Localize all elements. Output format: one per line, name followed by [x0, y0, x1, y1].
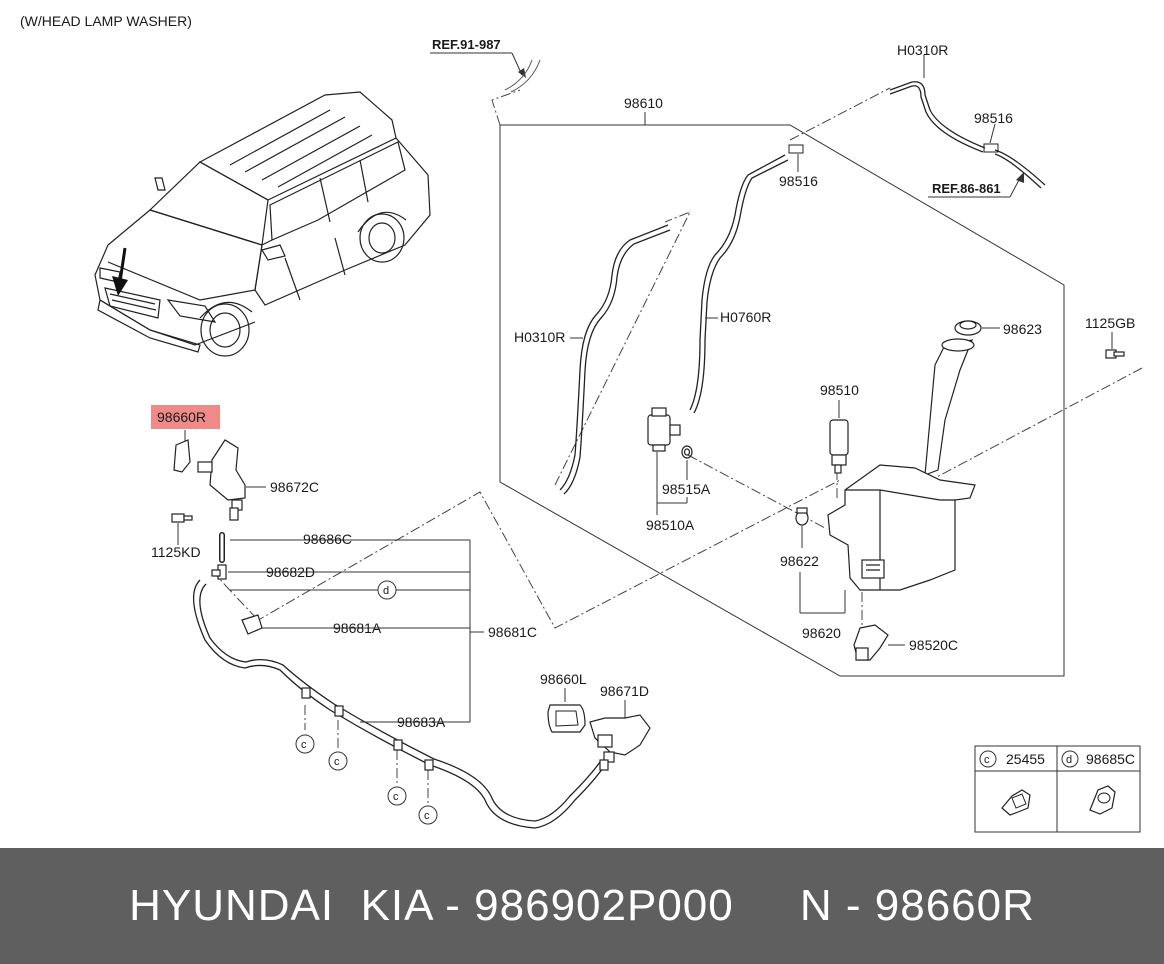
label-1125kd: 1125KD — [151, 544, 201, 560]
connector-98516-mid — [788, 144, 804, 154]
bolt-1125kd — [171, 513, 193, 523]
legend-d-part: 98685C — [1086, 751, 1135, 767]
bolt-1125gb — [1105, 349, 1125, 359]
washer-reservoir — [827, 338, 976, 591]
cap-98660l — [547, 704, 586, 733]
footer-brand-part: HYUNDAI KIA - 986902P000 — [129, 881, 734, 930]
footer-part-number: N - 98660R — [799, 881, 1035, 930]
grommet-98622 — [795, 507, 809, 526]
label-98671d: 98671D — [600, 683, 649, 699]
label-98672c: 98672C — [270, 479, 319, 495]
label-98623: 98623 — [1003, 321, 1042, 337]
header-note: (W/HEAD LAMP WASHER) — [20, 13, 192, 29]
cap-98623 — [954, 320, 982, 336]
label-98683a: 98683A — [397, 714, 446, 730]
callouts-c: c c c c — [295, 734, 438, 825]
connector-98516-right — [983, 143, 999, 153]
assembly-frame — [499, 112, 1065, 677]
pump-98510 — [829, 419, 849, 474]
seal-98515a — [681, 445, 693, 459]
callout-d-letter: d — [383, 585, 389, 597]
hose-h0760r — [689, 154, 789, 414]
label-98516-right: 98516 — [974, 110, 1013, 126]
label-98520c: 98520C — [909, 637, 958, 653]
label-98660l: 98660L — [540, 671, 587, 687]
legend-c-part: 25455 — [1006, 751, 1045, 767]
parts-diagram: (W/HEAD LAMP WASHER) — [20, 13, 1143, 833]
label-98515a: 98515A — [662, 481, 711, 497]
label-h0310r-top: H0310R — [897, 42, 948, 58]
clip-98685c-icon — [1089, 785, 1116, 815]
highlight-98660r — [151, 405, 220, 429]
reference-lines — [181, 87, 1143, 805]
nozzle-98671d — [589, 714, 651, 771]
label-98510a: 98510A — [646, 517, 695, 533]
svg-text:c: c — [393, 791, 399, 803]
hose-clips — [301, 687, 434, 771]
footer-bar: HYUNDAI KIA - 986902P000 N - 98660R — [0, 848, 1164, 964]
svg-text:c: c — [301, 739, 307, 751]
label-98681a: 98681A — [333, 620, 382, 636]
connector-98682d — [211, 564, 227, 580]
hose-h0310r-left — [559, 224, 671, 495]
ref-86-861: REF.86-861 — [932, 181, 1001, 196]
callout-d — [377, 580, 397, 600]
hose-h0310r-top — [889, 81, 1046, 189]
label-98610: 98610 — [624, 95, 663, 111]
vehicle-illustration — [94, 91, 431, 357]
label-h0310r-left: H0310R — [514, 329, 565, 345]
label-98516-mid: 98516 — [779, 173, 818, 189]
label-1125gb: 1125GB — [1085, 315, 1135, 331]
connector-98681a — [241, 614, 263, 635]
legend-table: c 25455 d 98685C — [974, 745, 1141, 833]
location-arrow — [112, 247, 128, 296]
sensor-98520c — [853, 624, 889, 661]
label-98622: 98622 — [780, 553, 819, 569]
legend-d-letter: d — [1066, 754, 1072, 766]
svg-text:c: c — [424, 810, 430, 822]
label-h0760r: H0760R — [720, 309, 771, 325]
nozzle-98672c — [197, 439, 246, 521]
legend-c-letter: c — [984, 754, 990, 766]
cap-98660r — [173, 439, 191, 473]
svg-text:c: c — [334, 756, 340, 768]
label-98510: 98510 — [820, 382, 859, 398]
ref-91-987: REF.91-987 — [432, 37, 501, 52]
label-98686c: 98686C — [303, 531, 352, 547]
pump-98510a — [647, 407, 681, 452]
hose-98683a — [192, 579, 606, 829]
label-98682d: 98682D — [266, 564, 315, 580]
label-98681c: 98681C — [488, 624, 537, 640]
label-98660r: 98660R — [157, 409, 206, 425]
label-98620: 98620 — [802, 625, 841, 641]
